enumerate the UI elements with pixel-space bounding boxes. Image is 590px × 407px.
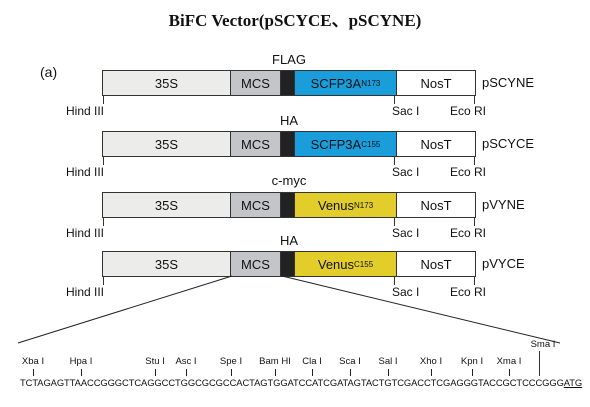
promoter-segment: 35S [103,252,231,276]
fluorescent-protein-fragment: N173 [354,200,374,210]
restriction-site-tick [275,369,276,376]
epitope-tag-label: c-myc [271,173,307,188]
terminator-segment: NosT [397,71,475,95]
saci-site-label: Sac I [392,226,420,240]
mcs-segment: MCS [231,252,281,276]
promoter-segment: 35S [103,71,231,95]
fluorescent-protein-name: SCFP3A [310,75,362,91]
site-tick-hindiii [103,218,104,226]
restriction-site-tick [81,369,82,376]
restriction-site-tick [155,369,156,376]
mcs-segment: MCS [231,193,281,217]
ecori-site-label: Eco RI [450,104,487,118]
site-tick-ecori [474,96,475,104]
restriction-site-label: Cla I [302,356,322,367]
expansion-line-left [17,275,233,344]
mcs-sequence-body: TCTAGAGTTAACCGGGCTCAGGCCTGGCGCGCCACTAGTG… [20,377,564,388]
sma-site-label: Sma I [530,339,556,350]
site-tick-saci [394,277,395,285]
site-tick-hindiii [103,96,104,104]
promoter-segment: 35S [103,132,231,156]
site-tick-ecori [474,157,475,165]
restriction-site-tick [350,369,351,376]
restriction-site-label: Kpn I [460,356,484,367]
mcs-sequence: TCTAGAGTTAACCGGGCTCAGGCCTGGCGCGCCACTAGTG… [20,377,582,388]
epitope-tag-label: HA [279,233,299,248]
hindiii-site-label: Hind III [66,285,105,299]
epitope-tag-segment [281,132,295,156]
restriction-site-label: Asc I [175,356,197,367]
mcs-segment: MCS [231,71,281,95]
hindiii-site-label: Hind III [66,104,105,118]
vector-name: pSCYCE [482,136,535,151]
epitope-tag-label: HA [279,113,299,128]
vector-name: pVYNE [482,197,525,212]
restriction-site-tick [431,369,432,376]
site-tick-hindiii [103,277,104,285]
restriction-site-tick [231,369,232,376]
ecori-site-label: Eco RI [450,165,487,179]
restriction-site-label: Hpa I [69,356,93,367]
figure-title: BiFC Vector(pSCYCE、pSCYNE) [168,11,422,30]
restriction-site-tick [312,369,313,376]
fluorescent-protein-fragment: N173 [361,78,381,88]
restriction-site-tick [472,369,473,376]
fluorescent-protein-fragment: C155 [361,139,381,149]
site-tick-saci [394,157,395,165]
site-tick-ecori [474,218,475,226]
restriction-site-label: Spe I [219,356,243,367]
ecori-site-label: Eco RI [450,226,487,240]
restriction-site-tick [33,369,34,376]
epitope-tag-label: FLAG [272,52,306,67]
restriction-site-tick [186,369,187,376]
restriction-site-label: Xma I [496,356,522,367]
restriction-site-label: Xba I [21,356,45,367]
epitope-tag-segment [281,193,295,217]
vector-name: pSCYNE [482,75,535,90]
restriction-site-label: Stu I [145,356,165,367]
restriction-site-tick [388,369,389,376]
site-tick-hindiii [103,157,104,165]
fluorescent-protein-name: Venus [317,197,355,213]
restriction-site-label: Bam HI [259,356,291,367]
epitope-tag-segment [281,71,295,95]
saci-site-label: Sac I [392,165,420,179]
ecori-site-label: Eco RI [450,285,487,299]
restriction-site-label: Sal I [378,356,398,367]
mcs-segment: MCS [231,132,281,156]
fluorescent-protein-name: Venus [317,256,355,272]
hindiii-site-label: Hind III [66,226,105,240]
saci-site-label: Sac I [392,104,420,118]
terminator-segment: NosT [397,132,475,156]
terminator-segment: NosT [397,252,475,276]
restriction-site-label: Xho I [419,356,443,367]
epitope-tag-segment [281,252,295,276]
terminator-segment: NosT [397,193,475,217]
panel-label: (a) [40,64,58,80]
vector-name: pVYCE [482,256,525,271]
site-tick-ecori [474,277,475,285]
saci-site-label: Sac I [392,285,420,299]
restriction-site-tick [509,369,510,376]
restriction-site-label: Sca I [339,356,361,367]
fluorescent-protein-fragment: C155 [354,259,374,269]
fluorescent-protein-name: SCFP3A [310,136,362,152]
site-tick-saci [394,218,395,226]
expansion-line-right [281,275,561,344]
sma-site-tick [539,351,540,376]
hindiii-site-label: Hind III [66,165,105,179]
promoter-segment: 35S [103,193,231,217]
mcs-sequence-start-codon: ATG [563,377,583,388]
site-tick-saci [394,96,395,104]
